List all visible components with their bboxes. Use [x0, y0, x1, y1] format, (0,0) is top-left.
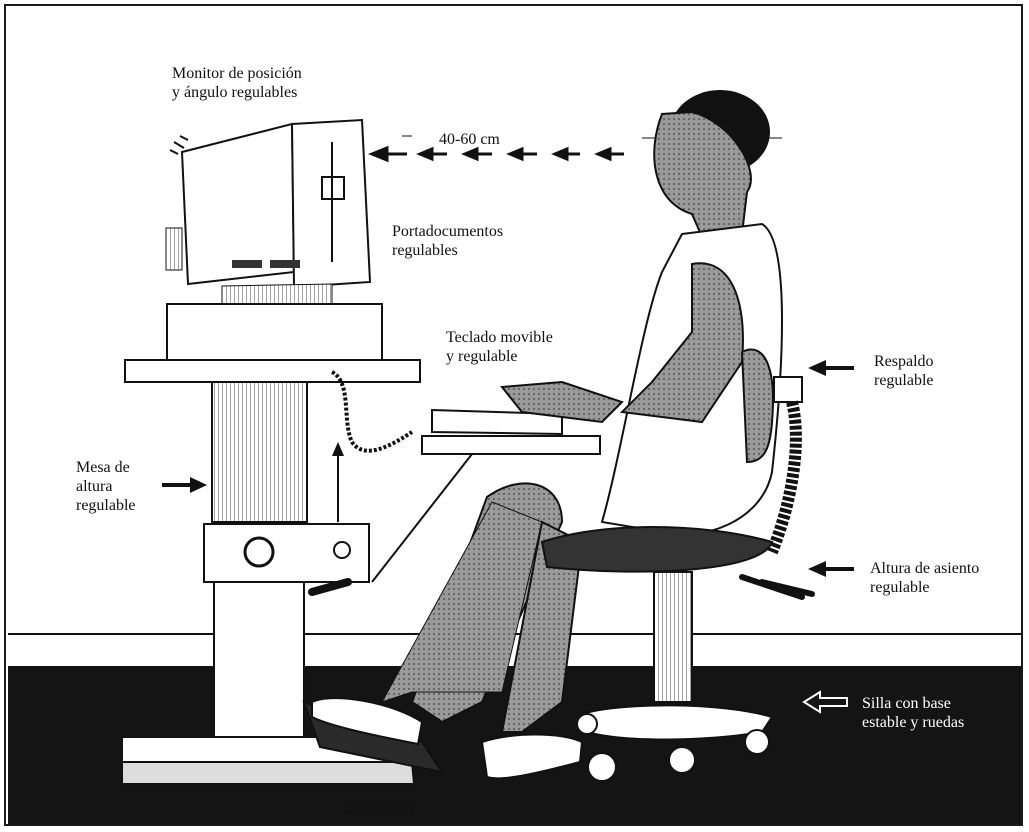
backrest-label-line-1: Respaldo	[874, 352, 934, 371]
seat-height-label-line-1: Altura de asiento	[870, 559, 979, 578]
monitor-label-line-1: Monitor de posición	[172, 64, 302, 83]
backrest-label: Respaldo regulable	[874, 352, 934, 390]
keyboard-label-line-2: y regulable	[446, 347, 553, 366]
table-label-line-2: altura	[76, 477, 136, 496]
monitor	[166, 120, 370, 306]
chair-base-label-line-2: estable y ruedas	[862, 713, 964, 732]
distance-label: 40-60 cm	[439, 130, 500, 149]
footrest-label: Reposapiés	[342, 800, 415, 819]
arrow-left-icon	[808, 561, 854, 577]
chair-base-label-line-1: Silla con base	[862, 694, 964, 713]
chair-base-label: Silla con base estable y ruedas	[862, 694, 964, 732]
document-holder-label: Portadocumentos regulables	[392, 222, 503, 260]
document-holder-label-line-1: Portadocumentos	[392, 222, 503, 241]
backrest-label-line-2: regulable	[874, 371, 934, 390]
seat-height-label-line-2: regulable	[870, 578, 979, 597]
document-holder-label-line-2: regulables	[392, 241, 503, 260]
table-label: Mesa de altura regulable	[76, 458, 136, 515]
monitor-label: Monitor de posición y ángulo regulables	[172, 64, 302, 102]
monitor-label-line-2: y ángulo regulables	[172, 83, 302, 102]
keyboard-label-line-1: Teclado movible	[446, 328, 553, 347]
arrow-right-icon	[162, 477, 207, 493]
table-label-line-1: Mesa de	[76, 458, 136, 477]
table-label-line-3: regulable	[76, 496, 136, 515]
illustration-frame: Monitor de posición y ángulo regulables …	[4, 4, 1023, 826]
arrow-left-icon	[808, 360, 854, 376]
keyboard-label: Teclado movible y regulable	[446, 328, 553, 366]
seat-height-label: Altura de asiento regulable	[870, 559, 979, 597]
